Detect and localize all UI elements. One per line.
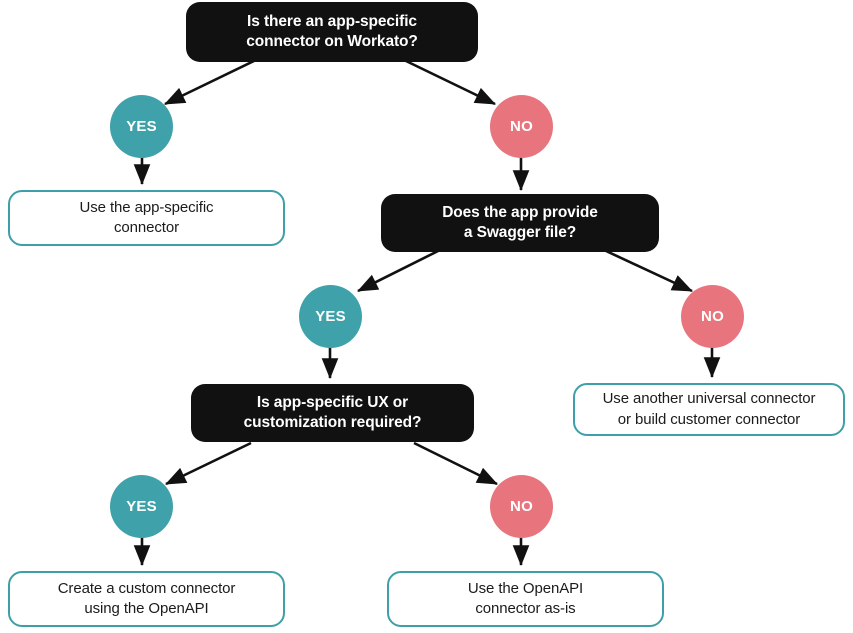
decision-label: NO [701, 308, 724, 325]
decision-label: NO [510, 118, 533, 135]
edge-q1-to-no1 [403, 58, 496, 106]
decision-yes-swagger-file[interactable]: YES [299, 285, 362, 348]
decision-no-app-specific-ux[interactable]: NO [490, 475, 553, 538]
outcome-node-label: Create a custom connector using the Open… [57, 579, 236, 617]
decision-label: YES [315, 308, 346, 325]
question-node-label: Does the app provide a Swagger file? [442, 203, 598, 241]
decision-no-swagger-file[interactable]: NO [681, 285, 744, 348]
question-node-app-specific-ux[interactable]: Is app-specific UX or customization requ… [191, 384, 474, 442]
edge-q3-to-yes3 [165, 441, 252, 486]
question-node-label: Is there an app-specific connector on Wo… [246, 12, 418, 50]
edge-q2-to-no2 [603, 248, 693, 293]
question-node-swagger-file[interactable]: Does the app provide a Swagger file? [381, 194, 659, 252]
outcome-node-use-app-specific-connector[interactable]: Use the app-specific connector [8, 190, 285, 246]
question-node-app-specific-connector[interactable]: Is there an app-specific connector on Wo… [186, 2, 478, 62]
outcome-node-use-openapi-connector[interactable]: Use the OpenAPI connector as-is [387, 571, 664, 627]
decision-label: NO [510, 498, 533, 515]
outcome-node-label: Use the app-specific connector [79, 198, 214, 236]
decision-yes-app-specific-connector[interactable]: YES [110, 95, 173, 158]
edge-q2-to-yes2 [357, 248, 441, 293]
edge-q3-to-no3 [413, 441, 498, 486]
outcome-node-label: Use another universal connector or build… [602, 390, 816, 428]
decision-label: YES [126, 118, 157, 135]
question-node-label: Is app-specific UX or customization requ… [243, 393, 422, 431]
outcome-node-label: Use the OpenAPI connector as-is [467, 579, 584, 617]
outcome-node-create-custom-connector[interactable]: Create a custom connector using the Open… [8, 571, 285, 627]
decision-yes-app-specific-ux[interactable]: YES [110, 475, 173, 538]
edge-q1-to-yes1 [164, 58, 257, 106]
decision-no-app-specific-connector[interactable]: NO [490, 95, 553, 158]
outcome-node-universal-or-custom-connector[interactable]: Use another universal connector or build… [573, 383, 845, 436]
decision-label: YES [126, 498, 157, 515]
